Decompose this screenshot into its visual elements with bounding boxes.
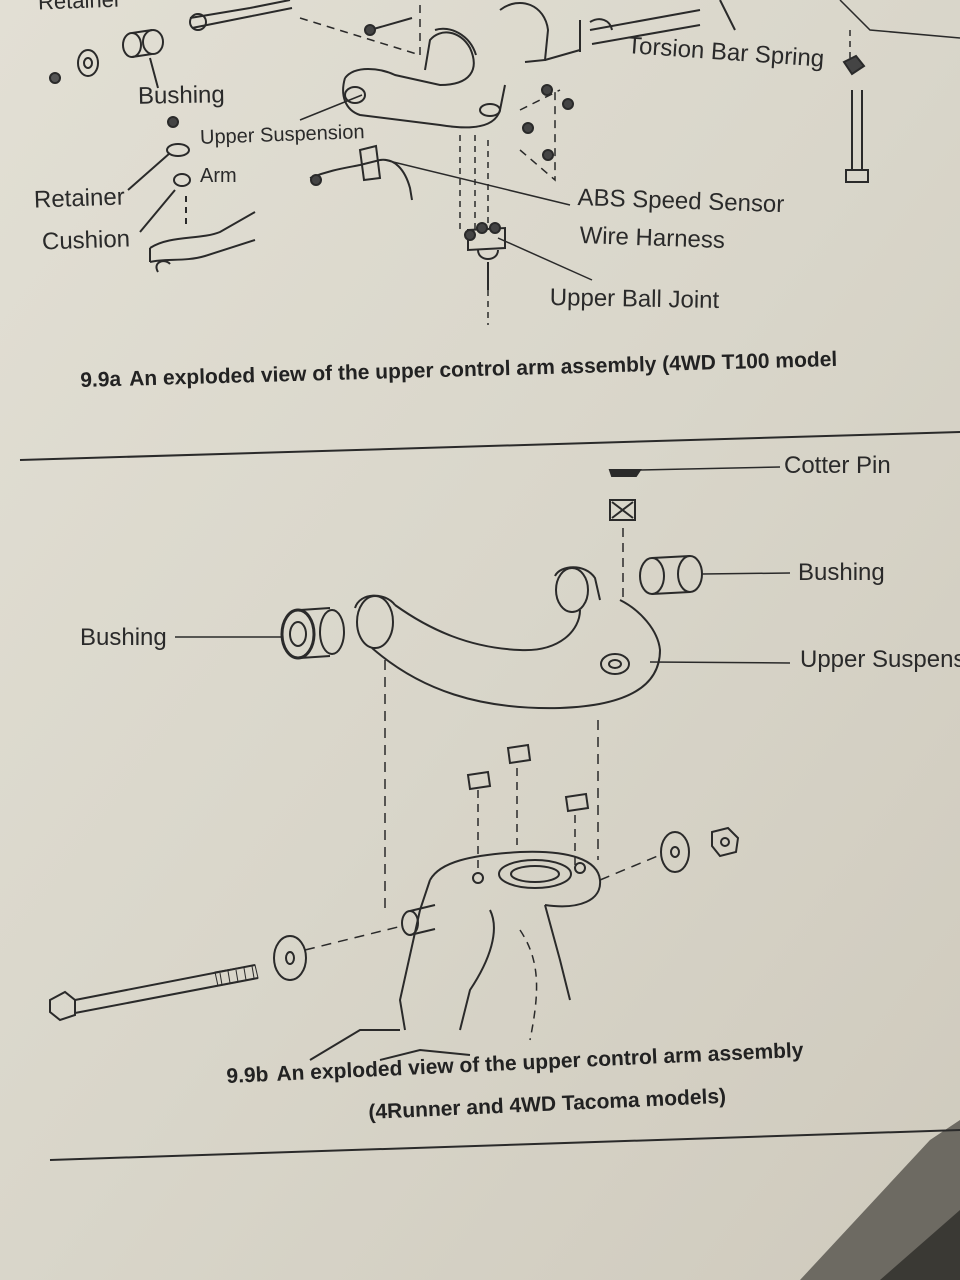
label-abs-sensor-line2: Wire Harness (579, 222, 726, 255)
bottom-rule (49, 1129, 960, 1161)
label-bushing-a: Bushing (137, 81, 225, 110)
page-edge-shadow (800, 1120, 960, 1280)
caption-9-9b-number: 9.9b (225, 1063, 269, 1088)
label-retainer-top: Retainer (37, 0, 122, 15)
figure-b-drawing (49, 466, 791, 1061)
label-retainer-a: Retainer (33, 183, 126, 214)
label-cushion-a: Cushion (41, 225, 131, 256)
caption-9-9a-number: 9.9a (79, 367, 122, 392)
page-corner-shadow (880, 1210, 960, 1280)
label-bushing-left: Bushing (80, 624, 167, 651)
label-upper-suspension-b: Upper Suspens (800, 646, 960, 673)
label-bushing-right: Bushing (798, 559, 885, 586)
label-upper-ball-joint: Upper Ball Joint (549, 284, 720, 314)
label-arm-a: Arm (200, 165, 237, 187)
figure-divider-rule (19, 431, 960, 461)
figure-a-drawing (49, 0, 960, 325)
washer-part (77, 49, 99, 77)
label-cotter-pin: Cotter Pin (784, 452, 891, 479)
